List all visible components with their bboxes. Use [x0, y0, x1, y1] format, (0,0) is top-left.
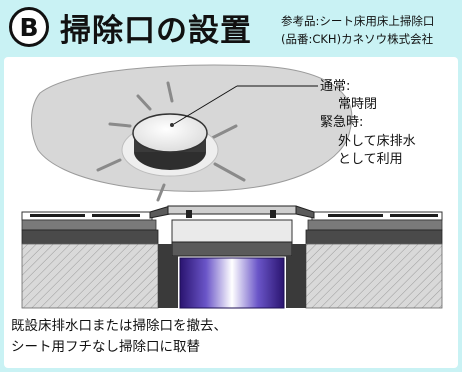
cap-screw-icon [170, 123, 174, 127]
cleanout-cap [132, 113, 208, 153]
normal-state-heading: 通常: [320, 79, 351, 94]
caption-line-1: 既設床排水口または掃除口を撤去、 [11, 318, 227, 334]
drain-radial-lines [96, 81, 246, 202]
emergency-state-heading: 緊急時: [320, 115, 364, 130]
section-badge: B [9, 7, 49, 47]
cleanout-body-section [149, 205, 315, 308]
emergency-state-text-line1: 外して床排水 [338, 134, 416, 149]
installation-caption: 既設床排水口または掃除口を撤去、 シート用フチなし掃除口に取替 [9, 315, 309, 359]
emergency-state-text-line2: として利用 [338, 152, 403, 167]
caption-line-2: シート用フチなし掃除口に取替 [11, 339, 200, 355]
reference-product-code: (品番:CKH)カネソウ株式会社 [281, 32, 434, 46]
normal-state-text: 常時閉 [338, 97, 378, 112]
reference-product-label: 参考品:シート床用床上掃除口 [281, 14, 435, 28]
drain-pipe [179, 257, 285, 309]
page-title: 掃除口の設置 [60, 13, 252, 49]
callout-leader [173, 85, 238, 125]
